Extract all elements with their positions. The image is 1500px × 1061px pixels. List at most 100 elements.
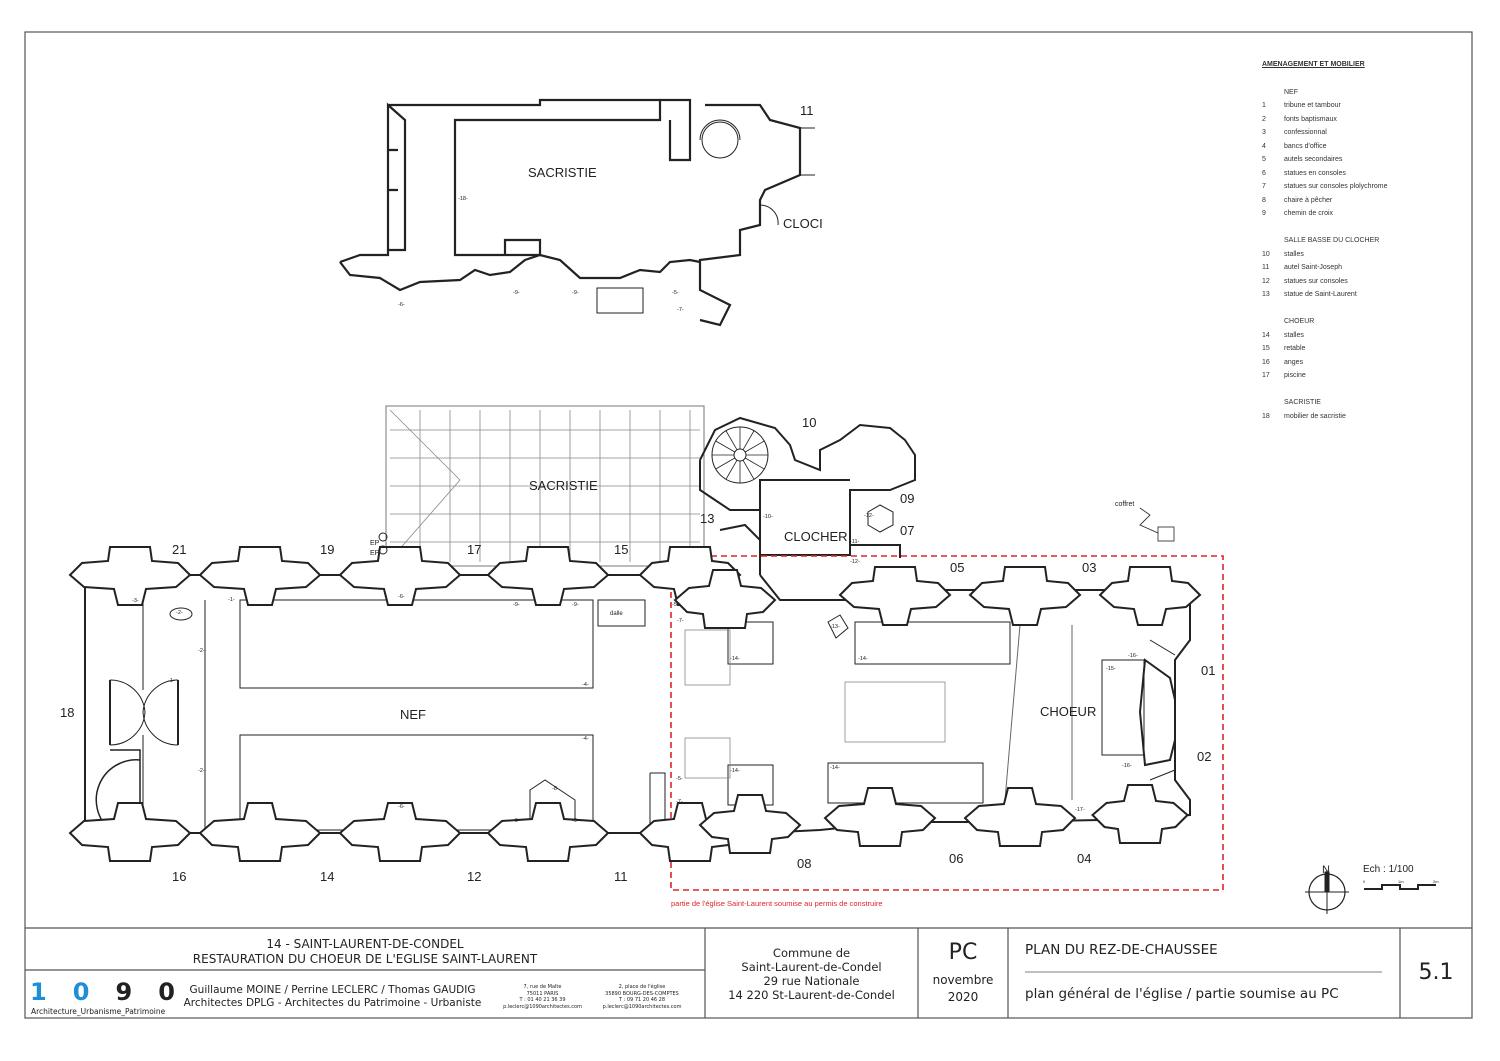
scale-label: Ech : 1/100 [1363, 864, 1414, 875]
legend-item-label: fonts baptismaux [1284, 115, 1337, 123]
bay-number: 17 [467, 542, 481, 557]
bay-number: 15 [614, 542, 628, 557]
legend-item-label: statues sur consoles plolychrome [1284, 183, 1388, 190]
furniture-tag: -2- [198, 768, 205, 774]
buttress [198, 802, 322, 862]
title-block-frame [25, 927, 1472, 1018]
bay-number: 11 [614, 869, 628, 884]
main-floor-plan [68, 405, 1224, 891]
office-line: p.leclerc@1090architectes.com [602, 1003, 682, 1010]
legend-item-number: 11 [1262, 264, 1270, 271]
north-label: N [1322, 864, 1330, 876]
bay-number: 09 [900, 491, 914, 506]
logo-digit: 9 [115, 978, 133, 1006]
north-arrow [1305, 870, 1349, 914]
bay-number: 21 [172, 542, 186, 557]
legend-item-label: anges [1284, 358, 1304, 366]
furniture-tag: -14- [730, 656, 740, 662]
legend-item-number: 7 [1262, 183, 1266, 190]
furniture-tag: -1- [228, 597, 235, 603]
furniture-tag: -15- [1106, 666, 1116, 672]
project-line-1: 14 - SAINT-LAURENT-DE-CONDEL [266, 937, 464, 951]
coffret-label: coffret [1115, 501, 1134, 508]
buttress [838, 566, 952, 626]
furniture-tag: -14- [830, 765, 840, 771]
date-year: 2020 [947, 990, 979, 1004]
furniture-tag: -16- [1122, 763, 1132, 769]
bay-number: 13 [700, 511, 714, 526]
furniture-tag: -14- [730, 768, 740, 774]
office-line: p.leclerc@1090architectes.com [503, 1003, 582, 1010]
buttress [1098, 566, 1202, 626]
bay-number: 02 [1197, 749, 1211, 764]
sheet-subtitle: plan général de l'église / partie soumis… [1025, 986, 1339, 1002]
legend-item: 9 chemin de croix [1262, 207, 1388, 221]
office-line: 75011 PARIS [526, 990, 559, 997]
legend-item-number: 2 [1262, 115, 1266, 123]
furniture-tag: -17- [1075, 807, 1085, 813]
legend-item-label: stalles [1284, 250, 1304, 258]
commune-line: 14 220 St-Laurent-de-Condel [728, 988, 895, 1002]
room-label-clocher-top: CLOCI [783, 216, 823, 231]
legend-item-label: chemin de croix [1284, 210, 1334, 217]
commune-block: Commune de Saint-Laurent-de-Condel 29 ru… [705, 946, 918, 1002]
furniture-tag: -7- [677, 307, 684, 313]
legend-section-title: SACRISTIE [1284, 399, 1321, 406]
office-line: 2, place de l'église [618, 984, 666, 990]
legend-section-title: NEF [1284, 88, 1298, 96]
legend-item: 4 bancs d'office [1262, 140, 1388, 154]
bay-number: 18 [60, 705, 74, 720]
legend-item-number: 3 [1262, 129, 1266, 136]
furniture-tag: -9- [513, 290, 520, 296]
bay-number: 08 [797, 856, 811, 871]
legend-item-number: 17 [1262, 372, 1270, 379]
legend-section-title: SALLE BASSE DU CLOCHER [1284, 237, 1380, 244]
furniture-tag: -10- [763, 514, 773, 520]
legend-item-label: bancs d'office [1284, 142, 1327, 150]
buttress [486, 546, 610, 606]
furniture-tag: -13- [830, 624, 840, 630]
ep-label: EP [370, 540, 380, 547]
scale-tick: 0 [1363, 879, 1366, 884]
legend-item-number: 4 [1262, 142, 1266, 150]
furniture-tag: -7- [677, 618, 684, 624]
furniture-tag: -9- [572, 818, 579, 824]
furniture-tag: -18- [458, 196, 468, 202]
sheet-title: PLAN DU REZ-DE-CHAUSSEE [1025, 942, 1218, 958]
buttress [1091, 784, 1189, 844]
furniture-tag: -9- [513, 602, 520, 608]
architects-names: Guillaume MOINE / Perrine LECLERC / Thom… [189, 984, 476, 996]
legend-item-label: tribune et tambour [1284, 102, 1341, 109]
bay-number: 05 [950, 560, 964, 575]
legend-item-label: autel Saint-Joseph [1284, 264, 1342, 271]
buttress [198, 546, 322, 606]
bay-number: 11 [800, 103, 814, 118]
legend-item-label: retable [1284, 345, 1306, 352]
furniture-tag: -16- [1128, 653, 1138, 659]
legend-item-number: 5 [1262, 156, 1266, 163]
bay-number: 04 [1077, 851, 1091, 866]
room-label-nef: NEF [400, 707, 426, 722]
buttress [338, 802, 462, 862]
legend-item-label: confessionnal [1284, 129, 1327, 136]
legend-item-number: 8 [1262, 196, 1266, 204]
office-line: T : 01 40 21 36 39 [519, 997, 566, 1003]
furniture-tag: -4- [582, 736, 589, 742]
furniture-tag: -12- [864, 513, 874, 519]
legend-item: 7 statues sur consoles plolychrome [1262, 180, 1388, 194]
furniture-tag: -14- [858, 656, 868, 662]
furniture-tag: -5- [672, 290, 679, 296]
furniture-tag: -12- [850, 559, 860, 565]
furniture-tag: -5- [672, 602, 679, 608]
bay-number: 06 [949, 851, 963, 866]
legend-item-number: 9 [1262, 210, 1266, 217]
legend-item-number: 1 [1262, 102, 1266, 109]
legend-item-label: statue de Saint-Laurent [1284, 291, 1357, 298]
furniture-tag: -2- [176, 610, 183, 616]
furniture-tag: -9- [572, 602, 579, 608]
